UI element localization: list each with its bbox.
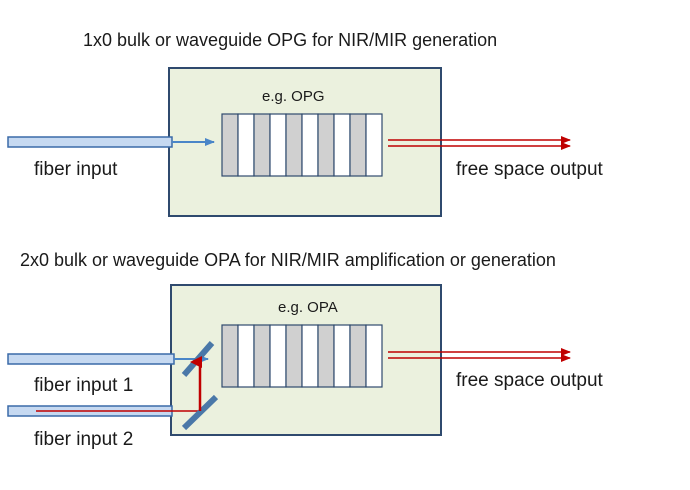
opa-output-beam [388, 348, 571, 362]
section2-title: 2x0 bulk or waveguide OPA for NIR/MIR am… [20, 250, 556, 270]
opa-crystal-label: e.g. OPA [278, 299, 338, 316]
crystal-domain [349, 324, 367, 388]
crystal-domain [365, 113, 383, 177]
opg-crystal-label: e.g. OPG [262, 88, 325, 105]
crystal-domain [301, 113, 319, 177]
free-space-output-label-2: free space output [456, 370, 604, 391]
crystal-domain [221, 324, 239, 388]
opa-crystal [221, 324, 383, 388]
fiber-input-1-label: fiber input 1 [34, 375, 133, 396]
crystal-domain [237, 324, 255, 388]
crystal-domain [285, 324, 303, 388]
crystal-domain [317, 324, 335, 388]
opg-crystal [221, 113, 383, 177]
free-space-output-label: free space output [456, 159, 604, 180]
crystal-domain [253, 324, 271, 388]
crystal-domain [269, 324, 287, 388]
crystal-domain [349, 113, 367, 177]
fiber-input-waveguide [7, 136, 173, 148]
crystal-domain [237, 113, 255, 177]
fiber-input-label: fiber input [34, 159, 118, 180]
crystal-domain [285, 113, 303, 177]
fiber-input-1-waveguide [7, 353, 175, 365]
crystal-domain [269, 113, 287, 177]
crystal-domain [301, 324, 319, 388]
crystal-domain [221, 113, 239, 177]
crystal-domain [253, 113, 271, 177]
crystal-domain [317, 113, 335, 177]
crystal-domain [333, 324, 351, 388]
opg-output-beam [388, 136, 571, 150]
section1-title: 1x0 bulk or waveguide OPG for NIR/MIR ge… [83, 30, 497, 50]
crystal-domain [365, 324, 383, 388]
fiber-input-2-label: fiber input 2 [34, 429, 133, 450]
crystal-domain [333, 113, 351, 177]
fold-mirror-icon [181, 394, 219, 431]
